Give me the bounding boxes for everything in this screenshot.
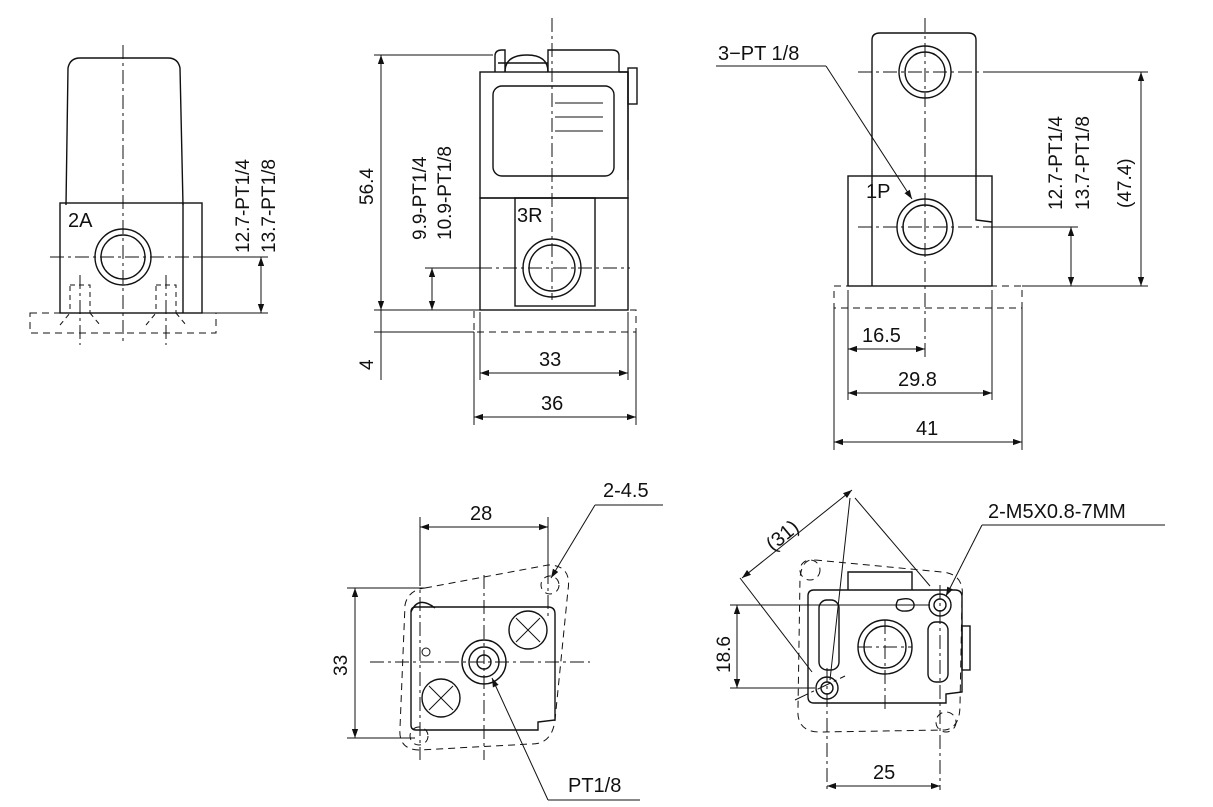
rear-dim-b-label: 13.7-PT1/8 [1073, 116, 1094, 210]
rear-thread-label: 3−PT 1/8 [718, 43, 799, 65]
rear-width-outer-label: 41 [916, 418, 938, 440]
top-pitch-label: 25 [873, 762, 895, 784]
bottom-hole-label: 2-4.5 [603, 480, 649, 502]
rear-offset-label: 16.5 [862, 325, 901, 347]
side-view: 2A 12.7-PT1/4 13.7-PT1/8 [29, 45, 280, 345]
side-dim-b-label: 13.7-PT1/8 [259, 159, 280, 253]
bottom-pitch-label: 28 [470, 503, 492, 525]
port-2a-label: 2A [68, 210, 93, 232]
front-height-label: 56.4 [357, 168, 378, 205]
bottom-port-label: PT1/8 [568, 775, 621, 797]
top-thread-label: 2-M5X0.8-7MM [988, 501, 1126, 523]
top-diagonal-label: (31) [762, 516, 803, 556]
rear-dim-a-label: 12.7-PT1/4 [1046, 116, 1067, 210]
top-view: 2-M5X0.8-7MM (31) 18.6 25 [714, 489, 1165, 790]
front-port-b-label: 10.9-PT1/8 [435, 146, 456, 240]
front-width-outer-label: 36 [541, 393, 563, 415]
rear-width-inner-label: 29.8 [898, 369, 937, 391]
port-1p-label: 1P [866, 181, 890, 203]
rear-height-label: (47.4) [1115, 158, 1136, 208]
top-height-label: 18.6 [714, 636, 735, 673]
front-port-a-label: 9.9-PT1/4 [410, 156, 431, 240]
front-base-label: 4 [357, 359, 378, 370]
port-3r-label: 3R [517, 205, 543, 227]
front-view: 3R 56.4 9.9-PT1/4 10.9-PT1/8 4 33 36 [357, 18, 638, 425]
rear-view: 1P 3−PT 1/8 12.7-PT1/4 13.7-PT1/8 (47.4)… [716, 18, 1148, 450]
front-width-inner-label: 33 [539, 349, 561, 371]
bottom-height-label: 33 [331, 655, 352, 676]
bottom-view: 2-4.5 28 33 PT1/8 [331, 480, 663, 801]
side-dim-a-label: 12.7-PT1/4 [233, 159, 254, 253]
